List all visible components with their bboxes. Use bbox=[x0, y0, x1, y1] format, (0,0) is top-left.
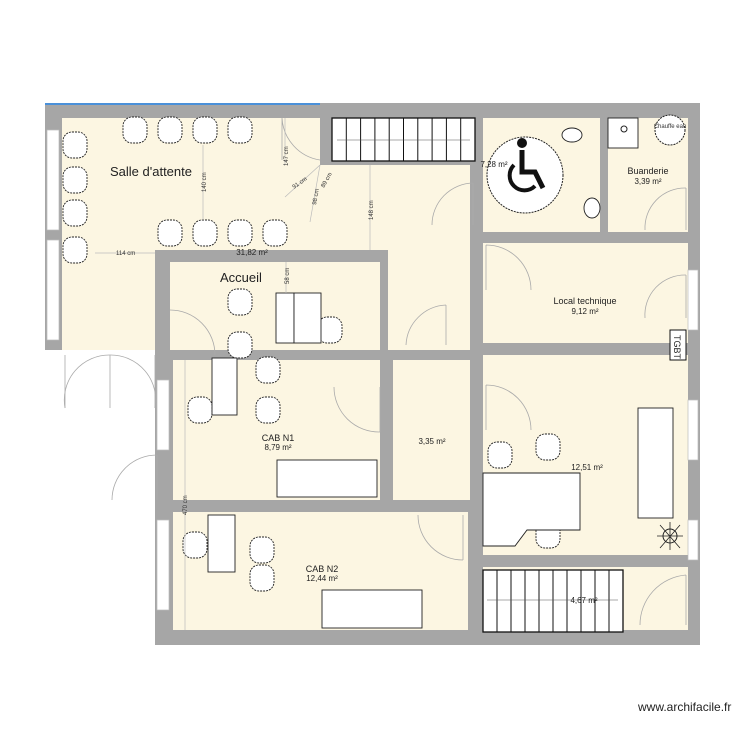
chair bbox=[487, 441, 513, 469]
room-area-laundry: 3,39 m² bbox=[634, 177, 661, 186]
chair bbox=[157, 116, 183, 144]
dim-148: 148 cm bbox=[369, 200, 375, 220]
room-name-reception: Accueil bbox=[220, 270, 262, 285]
tgbt-label: TGBT bbox=[672, 335, 682, 360]
chair bbox=[62, 199, 88, 227]
water-heater-label: Chauffe eau bbox=[654, 124, 687, 130]
staircase-bottom bbox=[482, 569, 624, 633]
chair bbox=[157, 219, 183, 247]
chair bbox=[255, 356, 281, 384]
chair bbox=[255, 396, 281, 424]
watermark: www.archifacile.fr bbox=[638, 700, 732, 714]
doors bbox=[63, 117, 687, 626]
chair bbox=[62, 236, 88, 264]
dim-147: 147 cm bbox=[284, 146, 290, 166]
room-area-office: 12,51 m² bbox=[571, 463, 603, 472]
room-area-wc: 7,28 m² bbox=[480, 160, 507, 169]
chair bbox=[535, 433, 561, 461]
chair bbox=[182, 531, 208, 559]
windows bbox=[46, 129, 699, 611]
room-area-cab2: 12,44 m² bbox=[306, 574, 338, 583]
room-name-laundry: Buanderie bbox=[627, 166, 668, 176]
chair bbox=[227, 331, 253, 359]
room-area-waiting: 31,82 m² bbox=[236, 248, 268, 257]
chair bbox=[62, 166, 88, 194]
dim-58: 58 cm bbox=[285, 268, 291, 284]
water-heater: Chauffe eau bbox=[654, 114, 687, 146]
room-name-cab1: CAB N1 bbox=[262, 433, 295, 443]
plant-icon bbox=[657, 522, 683, 550]
chair bbox=[249, 536, 275, 564]
tgbt-panel: TGBT bbox=[669, 329, 687, 361]
dimension-lines bbox=[95, 118, 371, 630]
chair bbox=[122, 116, 148, 144]
room-name-technical: Local technique bbox=[553, 296, 616, 306]
room-technical bbox=[483, 243, 688, 343]
chair bbox=[192, 116, 218, 144]
room-area-technical: 9,12 m² bbox=[571, 307, 598, 316]
chair bbox=[227, 219, 253, 247]
chair bbox=[192, 219, 218, 247]
chair bbox=[262, 219, 288, 247]
room-area-stairs: 4,67 m² bbox=[570, 596, 597, 605]
chair bbox=[227, 116, 253, 144]
staircase-top bbox=[331, 117, 476, 162]
dim-140: 140 cm bbox=[202, 172, 208, 192]
dim-98: 98 cm bbox=[312, 188, 321, 205]
chair bbox=[227, 288, 253, 316]
furniture bbox=[207, 117, 674, 629]
chair bbox=[187, 396, 213, 424]
chair bbox=[317, 316, 343, 344]
dim-470: 470 cm bbox=[183, 495, 189, 515]
room-reception bbox=[170, 262, 380, 350]
room-name-waiting: Salle d'attente bbox=[110, 164, 192, 179]
room-corridor bbox=[393, 360, 470, 500]
room-area-corridor: 3,35 m² bbox=[418, 437, 445, 446]
chair bbox=[249, 564, 275, 592]
room-name-cab2: CAB N2 bbox=[306, 564, 339, 574]
chair bbox=[62, 131, 88, 159]
wheelchair-icon bbox=[486, 136, 564, 214]
dim-114: 114 cm bbox=[116, 251, 135, 257]
room-area-cab1: 8,79 m² bbox=[264, 443, 291, 452]
